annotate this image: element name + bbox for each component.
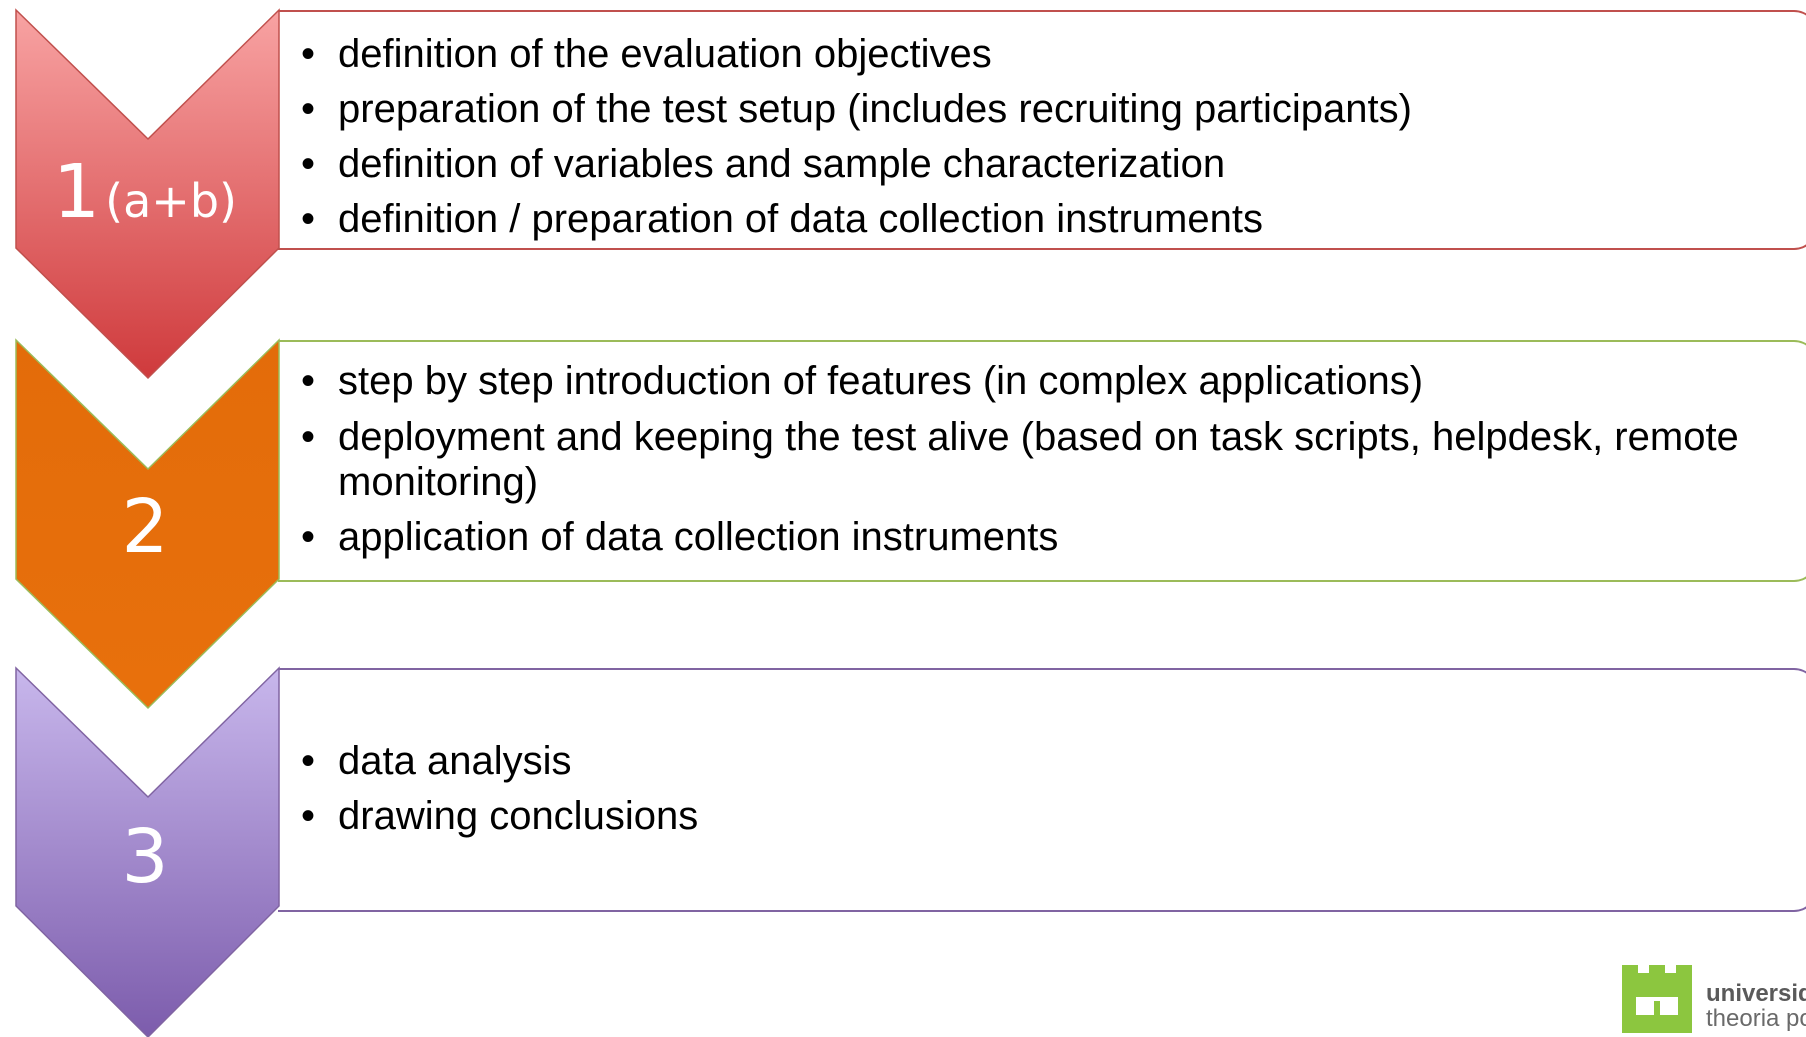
step-1-chevron [15, 8, 280, 380]
list-item: step by step introduction of features (i… [301, 359, 1806, 404]
list-item: definition / preparation of data collect… [301, 197, 1806, 242]
list-item: application of data collection instrumen… [301, 515, 1806, 560]
step-2-number: 2 [121, 484, 169, 570]
list-item: data analysis [301, 739, 1806, 784]
list-item: drawing conclusions [301, 794, 1806, 839]
list-item: deployment and keeping the test alive (b… [301, 415, 1806, 505]
step-1-suffix: (a+b) [105, 174, 237, 228]
chevron-shapes [15, 8, 280, 1037]
step-3-label: 3 [0, 820, 290, 894]
step-3-chevron [15, 666, 280, 1037]
list-item: preparation of the test setup (includes … [301, 87, 1806, 132]
step-2-box: step by step introduction of features (i… [278, 340, 1806, 582]
list-item: definition of the evaluation objectives [301, 32, 1806, 77]
step-1-number: 1 [52, 149, 101, 235]
logo-line-2: theoria poi [1706, 1005, 1806, 1031]
step-2-label: 2 [0, 490, 290, 564]
step-1-list: definition of the evaluation objectives … [278, 32, 1806, 242]
step-1-box: definition of the evaluation objectives … [278, 10, 1806, 250]
list-item: definition of variables and sample chara… [301, 142, 1806, 187]
step-1-label: 1 (a+b) [0, 155, 290, 229]
step-3-number: 3 [121, 814, 169, 900]
logo-line-1: universida [1706, 981, 1806, 1007]
step-3-box: data analysis drawing conclusions [278, 668, 1806, 912]
step-3-list: data analysis drawing conclusions [278, 739, 1806, 839]
university-logo-icon [1622, 965, 1692, 1033]
step-2-chevron [15, 338, 280, 710]
university-logo-text: universida theoria poi [1706, 981, 1806, 1031]
step-2-list: step by step introduction of features (i… [278, 359, 1806, 560]
